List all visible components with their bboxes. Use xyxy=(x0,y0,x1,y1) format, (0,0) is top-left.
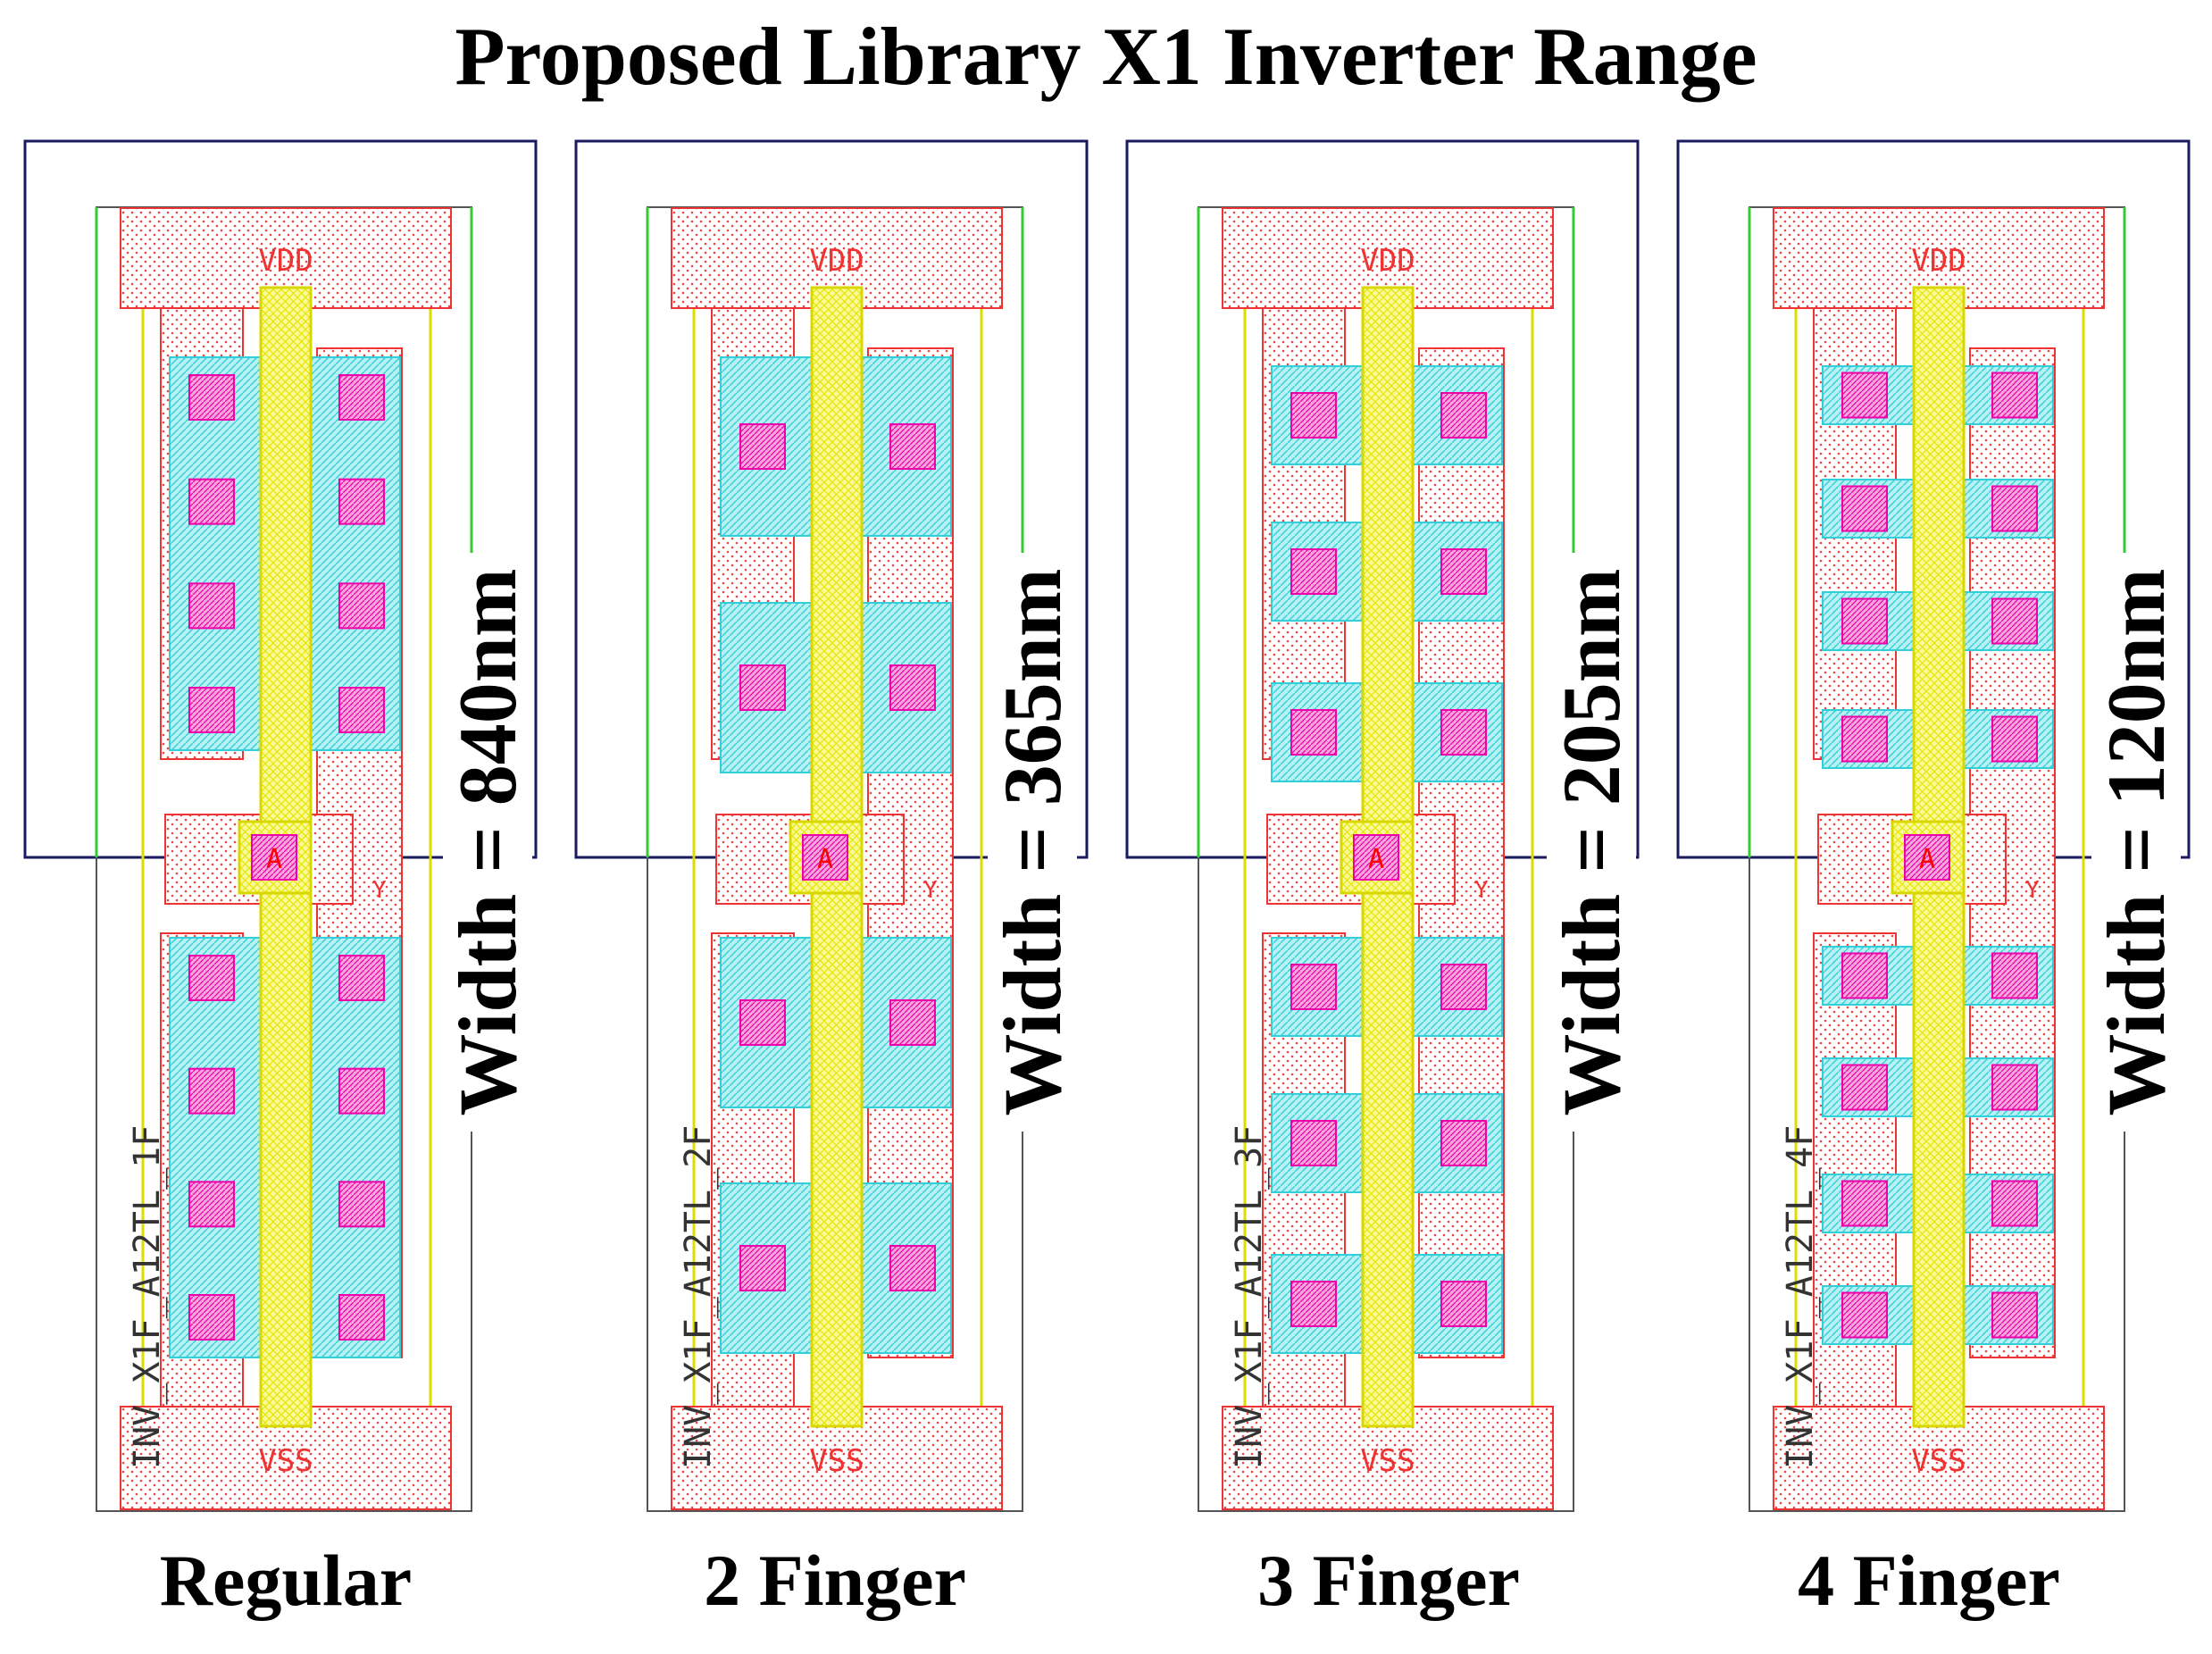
contact xyxy=(338,687,385,733)
cell-layout-3: VDD VSS A Y INV_X1F_A12TL_3F xyxy=(1125,139,1640,1512)
contact xyxy=(188,955,235,1001)
width-label-regular: Width = 840nm xyxy=(442,553,533,1132)
contact xyxy=(1440,548,1487,595)
cell-name-label: INV_X1F_A12TL_1F xyxy=(127,1125,168,1469)
contact xyxy=(889,664,936,711)
contact xyxy=(1290,709,1337,756)
contact xyxy=(338,582,385,630)
contact xyxy=(338,374,385,421)
contact xyxy=(188,582,235,630)
output-pin-label: Y xyxy=(923,877,938,904)
contact xyxy=(338,1067,385,1115)
contact xyxy=(739,1245,786,1291)
contact xyxy=(1841,1180,1888,1227)
gate-contact xyxy=(802,834,848,881)
contact xyxy=(889,999,936,1046)
contact xyxy=(1991,597,2038,645)
contact xyxy=(188,687,235,733)
input-pin-label: A xyxy=(1919,844,1935,875)
contact xyxy=(338,478,385,525)
contact xyxy=(188,374,235,421)
caption-3-finger: 3 Finger xyxy=(1257,1540,1520,1621)
cell-name-label: INV_X1F_A12TL_4F xyxy=(1780,1125,1821,1469)
contact xyxy=(1841,597,1888,645)
contact xyxy=(1290,1281,1337,1327)
width-label-4-finger: Width = 120nm xyxy=(2091,553,2182,1132)
contact xyxy=(338,1181,385,1228)
contact xyxy=(1991,372,2038,419)
contact xyxy=(188,1181,235,1228)
output-pin-label: Y xyxy=(372,877,387,904)
contact xyxy=(338,955,385,1001)
input-pin-label: A xyxy=(817,844,833,875)
contact xyxy=(1290,964,1337,1010)
vdd-label: VDD xyxy=(1911,243,1966,279)
width-label-3-finger: Width = 205nm xyxy=(1546,553,1637,1132)
contact xyxy=(1290,548,1337,595)
contact xyxy=(739,999,786,1046)
contact xyxy=(188,1294,235,1341)
input-pin-label: A xyxy=(266,844,282,875)
vdd-label: VDD xyxy=(1360,243,1415,279)
contact xyxy=(739,423,786,470)
contact xyxy=(1440,709,1487,756)
contact xyxy=(1290,1120,1337,1166)
vdd-label: VDD xyxy=(258,243,313,279)
contact xyxy=(1440,964,1487,1010)
contact xyxy=(1841,715,1888,763)
cell-name-label: INV_X1F_A12TL_3F xyxy=(1229,1125,1270,1469)
contact xyxy=(338,1294,385,1341)
contact xyxy=(1290,392,1337,439)
contact xyxy=(889,423,936,470)
contact xyxy=(188,478,235,525)
contact xyxy=(1991,952,2038,999)
cell-layout-1: VDD VSS A Y INV_X1F_A12TL_1F xyxy=(23,139,538,1512)
contact xyxy=(739,664,786,711)
caption-regular: Regular xyxy=(159,1540,413,1621)
contact xyxy=(1991,1291,2038,1339)
cell-layout-4: VDD VSS A Y INV_X1F_A12TL_4F xyxy=(1676,139,2191,1512)
contact xyxy=(1991,1064,2038,1111)
gate-contact xyxy=(1353,834,1399,881)
contact xyxy=(1841,485,1888,532)
contact xyxy=(889,1245,936,1291)
width-label-2-finger: Width = 365nm xyxy=(987,553,1078,1132)
contact xyxy=(1440,1281,1487,1327)
vss-label: VSS xyxy=(258,1443,313,1479)
output-pin-label: Y xyxy=(2025,877,2040,904)
contact xyxy=(1991,715,2038,763)
cell-layout-2: VDD VSS A Y INV_X1F_A12TL_2F xyxy=(574,139,1089,1512)
contact xyxy=(1991,485,2038,532)
contact xyxy=(188,1067,235,1115)
gate-contact xyxy=(1904,834,1950,881)
contact xyxy=(1841,1291,1888,1339)
cell-name-label: INV_X1F_A12TL_2F xyxy=(678,1125,719,1469)
contact xyxy=(1841,1064,1888,1111)
caption-2-finger: 2 Finger xyxy=(704,1540,966,1621)
contact xyxy=(1440,392,1487,439)
contact xyxy=(1991,1180,2038,1227)
contact xyxy=(1841,372,1888,419)
contact xyxy=(1440,1120,1487,1166)
vss-label: VSS xyxy=(1911,1443,1966,1479)
caption-4-finger: 4 Finger xyxy=(1798,1540,2060,1621)
input-pin-label: A xyxy=(1368,844,1384,875)
vss-label: VSS xyxy=(809,1443,864,1479)
output-pin-label: Y xyxy=(1474,877,1489,904)
contact xyxy=(1841,952,1888,999)
vss-label: VSS xyxy=(1360,1443,1415,1479)
figure-title: Proposed Library X1 Inverter Range xyxy=(455,11,1757,102)
gate-contact xyxy=(251,834,297,881)
vdd-label: VDD xyxy=(809,243,864,279)
